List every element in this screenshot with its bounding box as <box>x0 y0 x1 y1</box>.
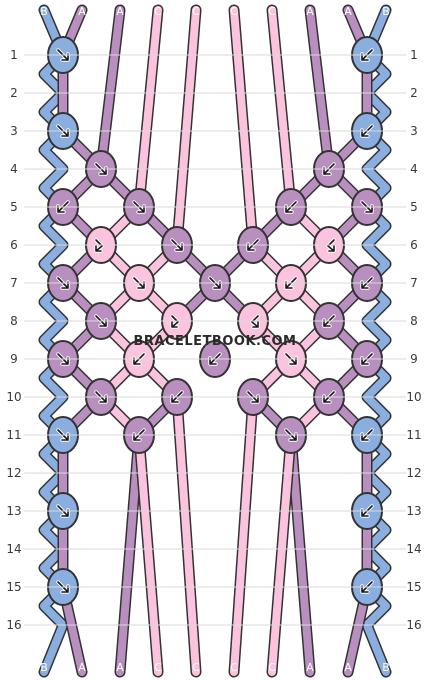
top-thread-letter: A <box>306 5 314 18</box>
bottom-thread-letter: C <box>192 661 200 674</box>
top-thread-letter: B <box>40 5 48 18</box>
row-number-left: 10 <box>6 390 21 404</box>
bottom-thread-letter: A <box>306 661 314 674</box>
top-thread-letter: C <box>268 5 276 18</box>
row-number-right: 9 <box>410 352 418 366</box>
row-number-left: 13 <box>6 504 21 518</box>
top-thread-letter: C <box>192 5 200 18</box>
bottom-thread-letter: C <box>230 661 238 674</box>
row-number-right: 4 <box>410 162 418 176</box>
row-number-right: 14 <box>406 542 421 556</box>
row-number-right: 7 <box>410 276 418 290</box>
row-number-left: 3 <box>10 124 18 138</box>
bottom-thread-letter: A <box>78 661 86 674</box>
bottom-thread-letter: A <box>116 661 124 674</box>
row-number-right: 8 <box>410 314 418 328</box>
row-number-left: 14 <box>6 542 21 556</box>
row-number-left: 12 <box>6 466 21 480</box>
row-number-right: 11 <box>406 428 421 442</box>
row-number-left: 5 <box>10 200 18 214</box>
row-number-left: 15 <box>6 580 21 594</box>
purple-thread-diag-1 <box>95 4 316 678</box>
row-number-left: 6 <box>10 238 18 252</box>
watermark-text: BRACELETBOOK.COM <box>134 334 297 349</box>
knot-direction-arrow-icon <box>251 315 259 328</box>
knot-direction-arrow-icon <box>95 239 103 252</box>
top-thread-letter: A <box>116 5 124 18</box>
row-number-left: 1 <box>10 48 18 62</box>
row-number-left: 11 <box>6 428 21 442</box>
row-number-left: 8 <box>10 314 18 328</box>
knot-direction-arrow-icon <box>327 239 335 252</box>
row-number-right: 13 <box>406 504 421 518</box>
row-number-right: 1 <box>410 48 418 62</box>
bottom-thread-letter: B <box>40 661 48 674</box>
top-thread-letter: C <box>154 5 162 18</box>
row-number-right: 12 <box>406 466 421 480</box>
row-number-right: 6 <box>410 238 418 252</box>
row-number-left: 9 <box>10 352 18 366</box>
top-thread-letter: C <box>230 5 238 18</box>
top-thread-letter: B <box>382 5 390 18</box>
row-number-left: 4 <box>10 162 18 176</box>
bottom-thread-letter: C <box>154 661 162 674</box>
purple-thread-diag-2 <box>114 4 335 678</box>
row-number-left: 2 <box>10 86 18 100</box>
row-number-right: 2 <box>410 86 418 100</box>
row-number-right: 16 <box>406 618 421 632</box>
top-thread-letter: A <box>344 5 352 18</box>
bottom-thread-letter: C <box>268 661 276 674</box>
knot-direction-arrow-icon <box>171 315 179 328</box>
row-number-right: 5 <box>410 200 418 214</box>
bottom-thread-letter: B <box>382 661 390 674</box>
thread-color-letters: B A A C C C C A A B B A A C C C C A A B <box>40 5 390 674</box>
row-number-left: 7 <box>10 276 18 290</box>
top-thread-letter: A <box>78 5 86 18</box>
bottom-thread-letter: A <box>344 661 352 674</box>
row-number-left: 16 <box>6 618 21 632</box>
row-number-right: 3 <box>410 124 418 138</box>
row-number-right: 15 <box>406 580 421 594</box>
row-number-right: 10 <box>406 390 421 404</box>
